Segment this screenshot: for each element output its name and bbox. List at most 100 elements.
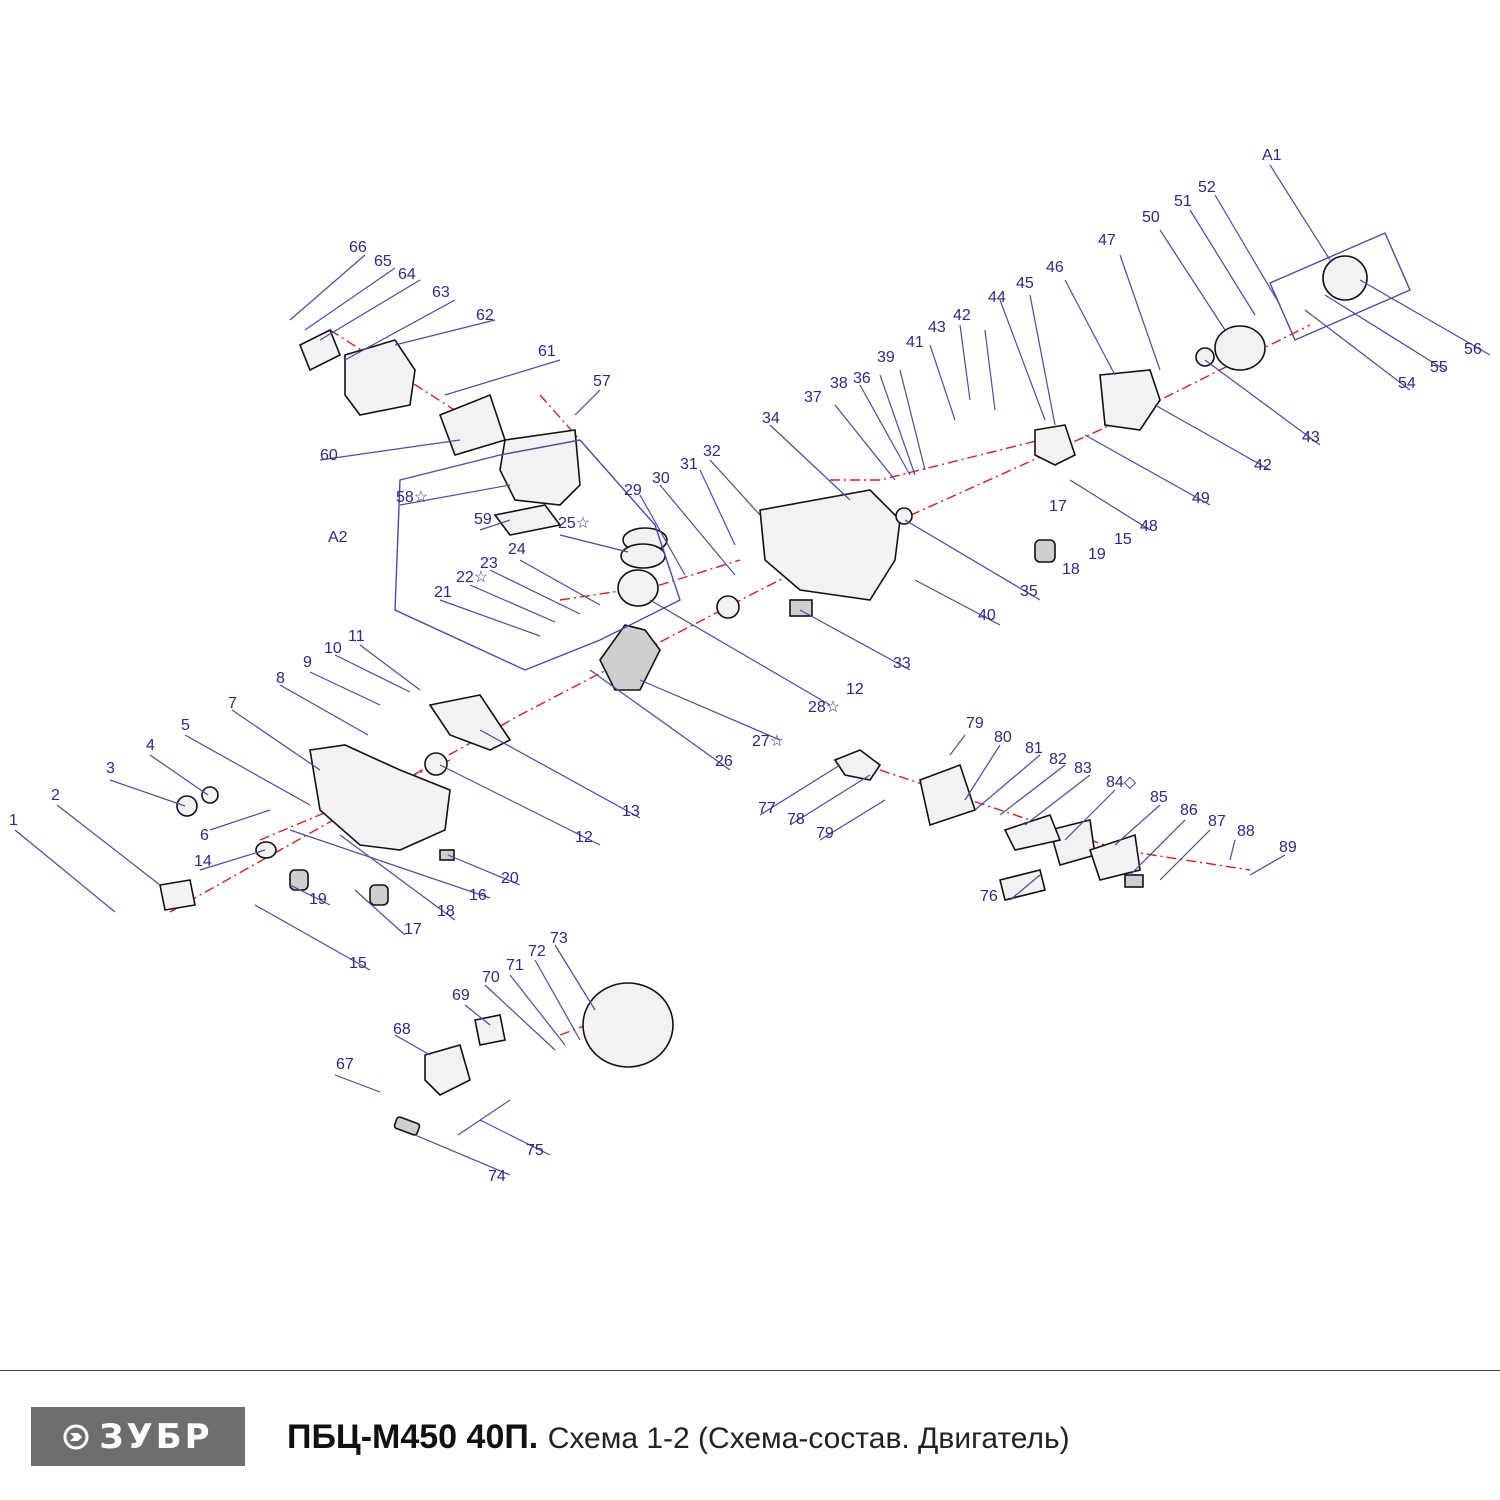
part-label: 83 [1074, 760, 1092, 777]
part-label: 42 [953, 307, 971, 324]
seal-shape-2 [255, 841, 277, 859]
part-label: 72 [528, 943, 546, 960]
part-label: 46 [1046, 259, 1064, 276]
washer-shape [201, 786, 219, 804]
muffler-shape [344, 339, 416, 416]
part-label: 78 [787, 811, 805, 828]
part-label: 81 [1025, 740, 1043, 757]
part-label: 11 [348, 628, 365, 645]
part-label: 82 [1049, 751, 1067, 768]
pawl-shape [176, 795, 198, 817]
part-label: 51 [1174, 193, 1192, 210]
exploded-parts-diagram: A1 A2 1 2 3 4 5 6 7 8 9 10 11 12 12 13 1… [9, 147, 1491, 1185]
part-label: 19 [1088, 546, 1106, 563]
piston-shape [617, 569, 659, 607]
part-label: 12 [846, 681, 864, 698]
part-label: 74 [488, 1168, 506, 1185]
cover-plate-shape [159, 879, 196, 911]
part-label: 12 [575, 829, 593, 846]
part-label: 17 [1049, 498, 1067, 515]
part-label: 34 [762, 410, 780, 427]
crankcase-right-shape [759, 489, 901, 601]
cylinder-gasket-shape [493, 504, 562, 536]
part-label: 19 [309, 891, 327, 908]
part-label: 27☆ [752, 733, 784, 750]
group-outlines [394, 232, 1411, 671]
assembly-axes [169, 324, 1311, 1036]
part-label: 67 [336, 1056, 354, 1073]
part-label: 20 [501, 870, 519, 887]
part-label: 6 [200, 827, 209, 844]
part-label: 14 [194, 853, 212, 870]
intake-flange-shape [833, 749, 882, 781]
scheme-subtitle: Схема 1-2 (Схема-состав. Двигатель) [547, 1422, 1070, 1455]
brand-logo: ЗУБР [31, 1407, 245, 1466]
part-label: 54 [1398, 375, 1416, 392]
part-label: 38 [830, 375, 848, 392]
carburetor-shape [1049, 819, 1096, 866]
block-shape [1124, 874, 1144, 888]
part-label: 50 [1142, 209, 1160, 226]
part-label: 7 [228, 695, 237, 712]
bearing-shape-2 [716, 595, 740, 619]
part-label: 33 [893, 655, 911, 672]
damper-shape-2 [369, 884, 389, 906]
part-labels: 1 2 3 4 5 6 7 8 9 10 11 12 12 13 14 15 1… [9, 179, 1482, 1185]
crankcase-left-shape [309, 744, 451, 851]
part-label: 22☆ [456, 569, 488, 586]
part-label: 71 [506, 957, 524, 974]
part-label: 89 [1279, 839, 1297, 856]
part-label: 68 [393, 1021, 411, 1038]
part-label: 8 [276, 670, 285, 687]
block-shape-3 [789, 599, 813, 617]
part-label: 75 [526, 1142, 544, 1159]
part-label: 42 [1254, 457, 1272, 474]
part-label: 66 [349, 239, 367, 256]
block-shape-2 [439, 849, 455, 861]
spark-plug-shape [393, 1116, 421, 1136]
footer-divider [0, 1370, 1500, 1371]
group-label: A2 [328, 529, 348, 546]
model-name: ПБЦ-М450 40П. [287, 1418, 539, 1456]
group-a2-outline [394, 439, 681, 671]
part-shapes [159, 255, 1368, 1136]
leader-lines [14, 164, 1491, 1176]
part-label: 77 [758, 800, 776, 817]
group-labels: A1 A2 [328, 147, 1282, 546]
ignition-cover-shape [474, 1014, 506, 1046]
part-label: 70 [482, 969, 500, 986]
part-label: 17 [404, 921, 422, 938]
damper-shape-3 [1034, 539, 1056, 563]
part-label: 30 [652, 470, 670, 487]
cylinder-shape [499, 429, 581, 506]
part-label: 59 [474, 511, 492, 528]
piston-ring-shape-2 [620, 543, 666, 569]
part-label: 18 [1062, 561, 1080, 578]
part-label: 26 [715, 753, 733, 770]
oil-pump-shape [1034, 424, 1076, 466]
part-label: 5 [181, 717, 190, 734]
page-title: ПБЦ-М450 40П. Схема 1-2 (Схема-состав. Д… [287, 1418, 1070, 1457]
part-label: 63 [432, 284, 450, 301]
group-label: A1 [1262, 147, 1282, 164]
part-label: 65 [374, 253, 392, 270]
part-label: 61 [538, 343, 556, 360]
part-label: 23 [480, 555, 498, 572]
part-label: 35 [1020, 583, 1038, 600]
part-label: 48 [1140, 518, 1158, 535]
part-label: 85 [1150, 789, 1168, 806]
logo-text: ЗУБР [99, 1416, 213, 1457]
part-label: 80 [994, 729, 1012, 746]
part-label: 87 [1208, 813, 1226, 830]
part-label: 79 [816, 825, 834, 842]
part-label: 28☆ [808, 699, 840, 716]
part-label: 69 [452, 987, 470, 1004]
part-label: 29 [624, 482, 642, 499]
wire-shape [457, 1099, 511, 1136]
crankshaft-shape [599, 624, 661, 691]
part-label: 15 [1114, 531, 1132, 548]
part-label: 16 [469, 887, 487, 904]
clutch-drum-shape [1214, 325, 1266, 371]
part-label: 25☆ [558, 515, 590, 532]
part-label: 1 [9, 812, 18, 829]
